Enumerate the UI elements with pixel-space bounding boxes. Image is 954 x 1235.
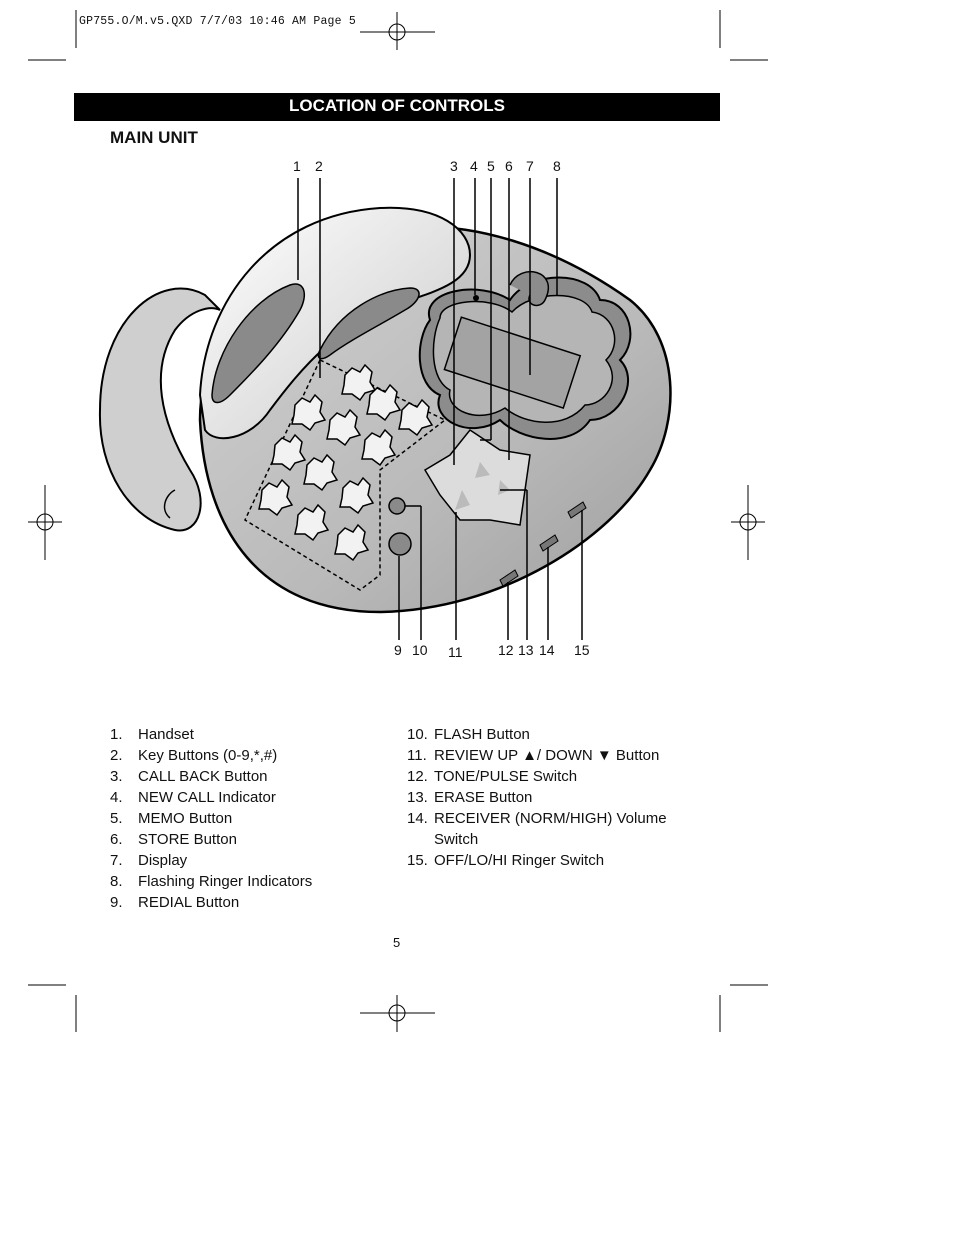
callout-3: 3	[450, 158, 458, 174]
legend-label: TONE/PULSE Switch	[434, 768, 578, 785]
file-slug: GP755.O/M.v5.QXD 7/7/03 10:46 AM Page 5	[79, 15, 356, 28]
section-title: LOCATION OF CONTROLS	[74, 93, 720, 121]
legend-label: FLASH Button	[434, 726, 530, 743]
legend-item: 9. REDIAL Button	[110, 892, 312, 913]
legend-item: 15. OFF/LO/HI Ringer Switch	[407, 850, 684, 871]
keypad-region	[244, 358, 447, 591]
callout-11: 11	[448, 644, 463, 660]
legend-left: 1. Handset 2. Key Buttons (0-9,*,#) 3. CALL…	[110, 724, 312, 913]
legend-label: ERASE Button	[434, 789, 533, 806]
legend-number: 3.	[110, 768, 123, 785]
legend-item: 8. Flashing Ringer Indicators	[110, 871, 312, 892]
legend-number: 15.	[407, 852, 428, 869]
legend-number: 14.	[407, 810, 428, 827]
legend-number: 12.	[407, 768, 428, 785]
legend-item: 2. Key Buttons (0-9,*,#)	[110, 745, 312, 766]
page-number: 5	[393, 935, 401, 950]
legend-number: 2.	[110, 747, 123, 764]
callout-1: 1	[293, 158, 301, 174]
callout-15: 15	[574, 642, 590, 658]
legend-item: 6. STORE Button	[110, 829, 312, 850]
legend-item: 4. NEW CALL Indicator	[110, 787, 312, 808]
legend-item: 13. ERASE Button	[407, 787, 684, 808]
legend-number: 5.	[110, 810, 123, 827]
legend-number: 13.	[407, 789, 428, 806]
legend-label: Handset	[138, 726, 194, 743]
legend-number: 11.	[407, 747, 427, 764]
callout-8: 8	[553, 158, 561, 174]
legend-number: 6.	[110, 831, 123, 848]
callout-6: 6	[505, 158, 513, 174]
callout-7: 7	[526, 158, 534, 174]
callout-13: 13	[518, 642, 534, 658]
legend-label: CALL BACK Button	[138, 768, 268, 785]
legend-item: 5. MEMO Button	[110, 808, 312, 829]
callout-10: 10	[412, 642, 428, 658]
legend-item: 3. CALL BACK Button	[110, 766, 312, 787]
key-buttons	[258, 363, 434, 562]
legend-number: 10.	[407, 726, 428, 743]
subsection-title: MAIN UNIT	[110, 128, 198, 147]
leader-lines	[297, 178, 583, 640]
legend-label: STORE Button	[138, 831, 237, 848]
callout-2: 2	[315, 158, 323, 174]
handset	[198, 206, 472, 440]
legend-label: Key Buttons (0-9,*,#)	[138, 747, 278, 764]
legend-item: 11. REVIEW UP ▲/ DOWN ▼ Button	[407, 745, 684, 766]
legend-right: 10. FLASH Button 11. REVIEW UP ▲/ DOWN ▼ B…	[407, 724, 684, 871]
legend-item: 1. Handset	[110, 724, 312, 745]
legend-number: 1.	[110, 726, 123, 743]
legend-label: REVIEW UP ▲/ DOWN ▼ Button	[434, 747, 660, 764]
callout-5: 5	[487, 158, 495, 174]
legend-label: NEW CALL Indicator	[138, 789, 276, 806]
callout-9: 9	[394, 642, 402, 658]
legend-label: RECEIVER (NORM/HIGH) Volume Switch	[434, 810, 667, 848]
legend-item: 14. RECEIVER (NORM/HIGH) Volume Switch	[407, 808, 684, 850]
callout-12: 12	[498, 642, 514, 658]
handset-cord	[98, 287, 221, 532]
legend-number: 9.	[110, 894, 123, 911]
legend-number: 4.	[110, 789, 123, 806]
legend-label: Display	[138, 852, 188, 869]
lcd-display	[443, 316, 582, 410]
legend-number: 7.	[110, 852, 123, 869]
legend-item: 7. Display	[110, 850, 312, 871]
legend-label: REDIAL Button	[138, 894, 240, 911]
callout-14: 14	[539, 642, 555, 658]
flash-button-shape	[388, 497, 406, 515]
legend-number: 8.	[110, 873, 123, 890]
callout-4: 4	[470, 158, 478, 174]
new-call-indicator	[473, 295, 479, 301]
legend-item: 10. FLASH Button	[407, 724, 684, 745]
legend-label: MEMO Button	[138, 810, 233, 827]
legend-item: 12. TONE/PULSE Switch	[407, 766, 684, 787]
legend-label: OFF/LO/HI Ringer Switch	[434, 852, 605, 869]
legend-label: Flashing Ringer Indicators	[138, 873, 313, 890]
redial-button-shape	[388, 532, 412, 556]
